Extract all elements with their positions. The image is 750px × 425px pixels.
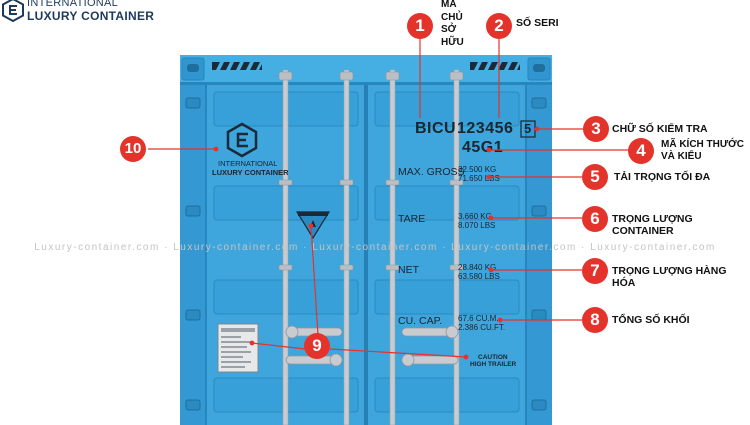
callout-badge-1: 1 (407, 13, 433, 39)
callout-badge-2: 2 (486, 13, 512, 39)
spec-max-gross-lbs: 71.650 LBS (458, 174, 500, 183)
callout-badge-3: 3 (583, 116, 609, 142)
spec-max-gross-label: MAX. GROSS (398, 166, 465, 178)
door-logo-line2: LUXURY CONTAINER (212, 168, 289, 177)
locking-rods (282, 69, 460, 425)
spec-max-gross-kg: 32.500 KG (458, 165, 497, 174)
logo-e-icon (2, 0, 24, 22)
callout-badge-5: 5 (582, 164, 608, 190)
company-logo: INTERNATIONAL LUXURY CONTAINER (0, 0, 200, 26)
callout-badge-6: 6 (582, 206, 608, 232)
door-logo-e-icon (226, 122, 258, 158)
callout-label-4: MÃ KÍCH THƯỚC VÀ KIỂU (661, 139, 744, 162)
spec-cu-cap-cum: 67.6 CU.M. (458, 314, 499, 323)
check-digit: 5 (524, 121, 532, 136)
callout-label-6: TRỌNG LƯỢNG CONTAINER (612, 213, 693, 237)
spec-net-lbs: 63.580 LBS (458, 272, 500, 281)
callout-label-3: CHỮ SỐ KIỂM TRA (612, 123, 708, 135)
watermark: Luxury-container.com · Luxury-container.… (34, 242, 716, 253)
size-type-code: 45G1 (462, 139, 504, 156)
caution-line1: CAUTION (478, 354, 508, 361)
logo-line2: LUXURY CONTAINER (27, 9, 155, 23)
serial-number: 123456 (457, 120, 514, 137)
spec-net-label: NET (398, 264, 419, 276)
callout-badge-7: 7 (582, 258, 608, 284)
callout-badge-8: 8 (582, 307, 608, 333)
logo-line1: INTERNATIONAL (27, 0, 119, 9)
callout-badge-4: 4 (628, 138, 654, 164)
spec-cu-cap-cuft: 2.386 CU.FT. (458, 323, 506, 332)
spec-tare-label: TARE (398, 213, 426, 225)
callout-label-7: TRỌNG LƯỢNG HÀNG HÓA (612, 265, 727, 289)
spec-tare-kg: 3.660 KG (458, 212, 492, 221)
hazard-stripe-left (212, 62, 263, 70)
callout-label-5: TẢI TRỌNG TỐI ĐA (614, 171, 711, 183)
callout-badge-9: 9 (304, 333, 330, 359)
callout-label-1: MÃ CHỦ SỞ HỮU (441, 0, 464, 48)
callout-label-8: TỔNG SỐ KHỐI (612, 314, 690, 326)
spec-tare-lbs: 8.070 LBS (458, 221, 496, 230)
csc-plate (217, 323, 259, 373)
hazard-stripe-right (470, 62, 521, 70)
door-logo-line1: INTERNATIONAL (218, 159, 278, 168)
owner-code: BICU (415, 120, 457, 137)
callout-badge-10: 10 (120, 136, 146, 162)
spec-cu-cap-label: CU. CAP. (398, 315, 443, 327)
door-handles (285, 325, 459, 367)
spec-net-kg: 28.840 KG (458, 263, 497, 272)
callout-label-2: SỐ SERI (516, 17, 559, 29)
caution-line2: HIGH TRAILER (470, 361, 517, 368)
